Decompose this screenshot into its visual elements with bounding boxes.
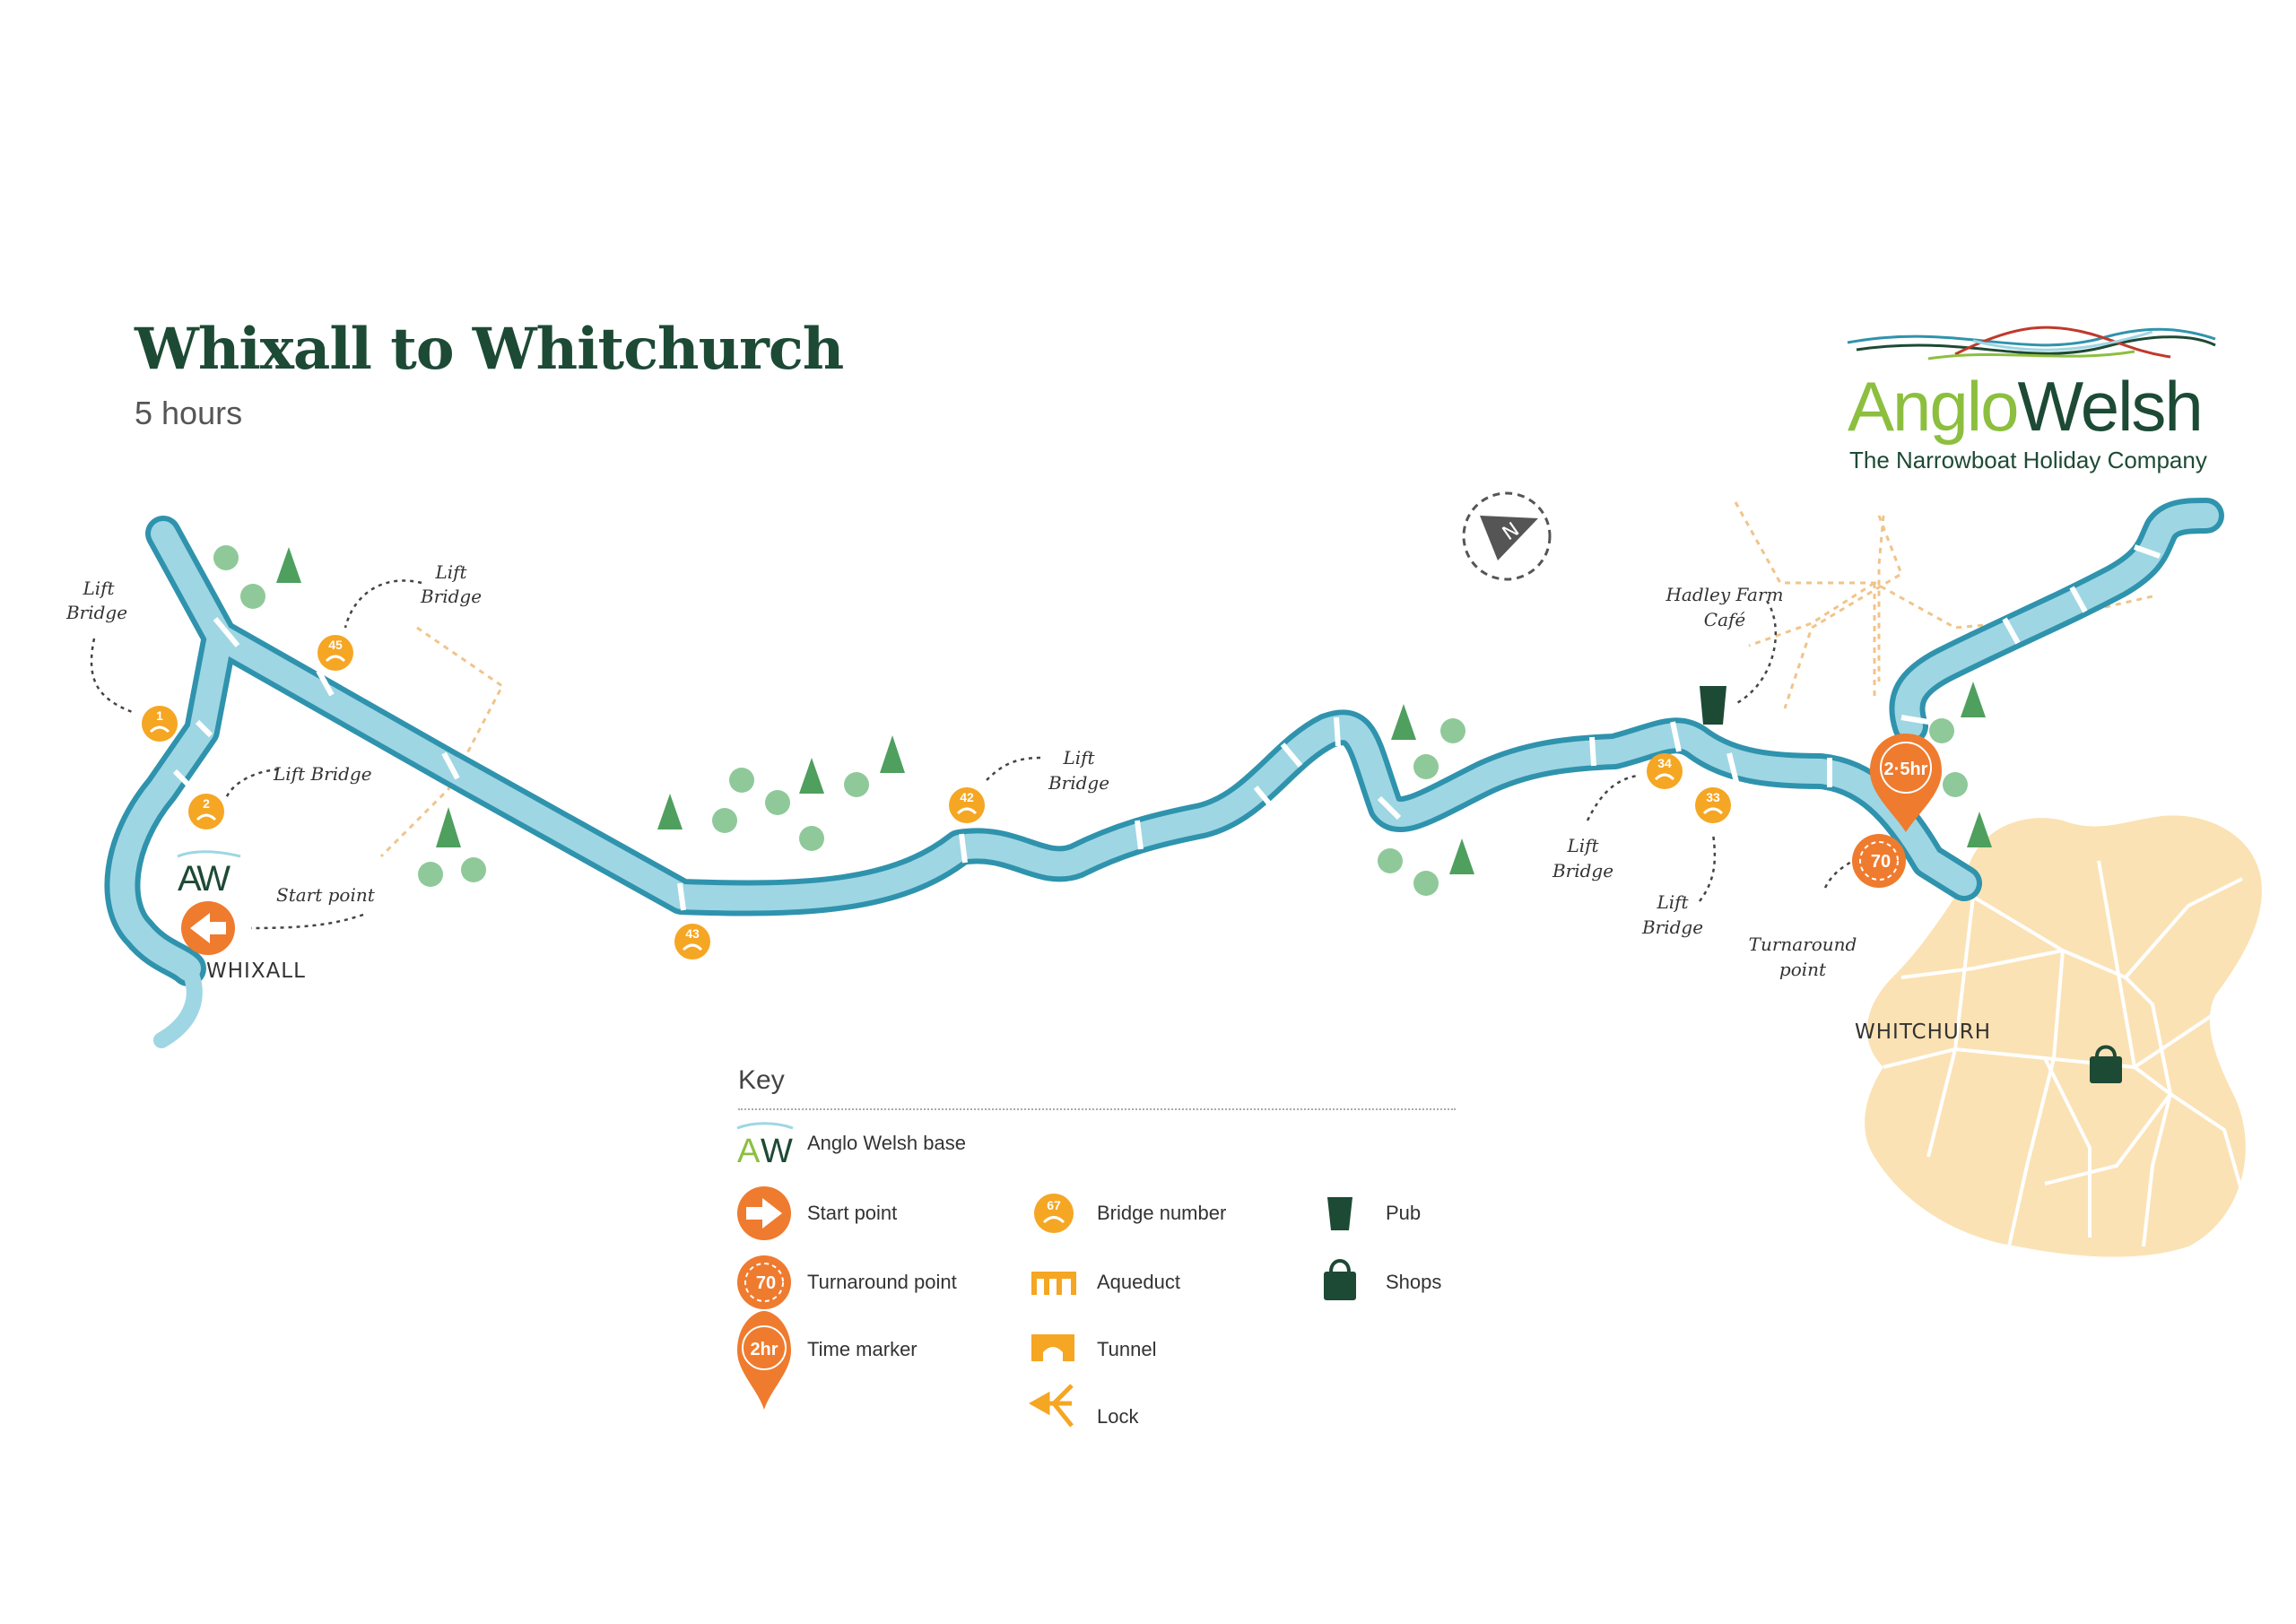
svg-text:Start point: Start point xyxy=(276,884,376,906)
footpaths xyxy=(379,501,2153,858)
bridge-marker-43: 43 xyxy=(674,924,710,960)
key-label-turnaround: Turnaround point xyxy=(807,1271,957,1293)
key-aw-base-icon: A W xyxy=(736,1122,794,1170)
key-aqueduct-icon xyxy=(1031,1272,1076,1295)
key-label-lock: Lock xyxy=(1097,1405,1139,1428)
label-arrows xyxy=(90,579,1853,930)
aw-base-icon: AW xyxy=(177,850,241,899)
bridge-marker-42: 42 xyxy=(949,787,985,823)
key-shop-bag-icon xyxy=(1324,1259,1356,1300)
svg-text:point: point xyxy=(1779,959,1827,980)
svg-text:Lift: Lift xyxy=(1566,835,1599,856)
svg-text:Bridge: Bridge xyxy=(420,586,482,607)
brand-first: Anglo xyxy=(1848,367,2019,446)
compass-north-icon: N xyxy=(1462,491,1552,581)
anglo-welsh-logo-waves xyxy=(1847,326,2216,360)
svg-text:42: 42 xyxy=(960,790,974,804)
svg-text:Turnaround: Turnaround xyxy=(1749,934,1857,955)
pub-glass-icon xyxy=(1700,686,1726,725)
svg-text:2hr: 2hr xyxy=(750,1340,778,1359)
bridge-marker-2: 2 xyxy=(188,794,224,829)
svg-text:Lift: Lift xyxy=(1656,891,1689,913)
map-annotations: Lift Bridge Lift Bridge Lift Bridge Star… xyxy=(65,561,1857,980)
svg-text:1: 1 xyxy=(156,708,163,723)
key-lock-icon xyxy=(1028,1384,1074,1428)
svg-text:Bridge: Bridge xyxy=(1641,916,1703,938)
svg-text:Lift: Lift xyxy=(82,578,115,599)
svg-text:33: 33 xyxy=(1706,790,1720,804)
key-time-marker-icon: 2hr xyxy=(737,1311,791,1410)
whitchurch-town-area xyxy=(1865,815,2262,1257)
svg-text:34: 34 xyxy=(1657,756,1672,770)
svg-text:Lift: Lift xyxy=(434,561,467,583)
svg-text:Hadley Farm: Hadley Farm xyxy=(1665,584,1783,605)
key-title: Key xyxy=(738,1065,785,1095)
svg-text:A: A xyxy=(737,1133,761,1170)
key-tunnel-icon xyxy=(1031,1334,1074,1361)
bridge-marker-34: 34 xyxy=(1647,753,1683,789)
whitchurch-label: WHITCHURH xyxy=(1855,1020,1991,1044)
key-label-bridge: Bridge number xyxy=(1097,1202,1227,1224)
svg-text:Café: Café xyxy=(1704,609,1746,630)
map-duration: 5 hours xyxy=(135,395,243,431)
bridge-marker-1: 1 xyxy=(142,706,178,742)
key-pub-glass-icon xyxy=(1327,1197,1352,1230)
svg-text:AW: AW xyxy=(178,859,230,899)
key-label-start: Start point xyxy=(807,1202,898,1224)
turnaround-icon: 70 xyxy=(1852,834,1906,888)
svg-text:67: 67 xyxy=(1047,1198,1061,1212)
bridge-marker-33: 33 xyxy=(1695,787,1731,823)
key-turnaround-icon: 70 xyxy=(737,1255,791,1309)
svg-text:2: 2 xyxy=(203,796,210,811)
key-label-tunnel: Tunnel xyxy=(1097,1338,1157,1360)
brand-second: Welsh xyxy=(2017,367,2204,446)
svg-text:45: 45 xyxy=(328,638,343,652)
svg-text:Bridge: Bridge xyxy=(1552,860,1613,881)
bridge-marker-45: 45 xyxy=(317,635,353,671)
svg-text:W: W xyxy=(761,1133,793,1170)
svg-text:70: 70 xyxy=(756,1273,776,1293)
bridge-markers: 1 2 45 43 42 34 33 xyxy=(142,635,1731,960)
brand-logo: AngloWelsh xyxy=(1848,366,2204,447)
trees xyxy=(213,545,1992,896)
key-divider xyxy=(738,1108,1456,1110)
svg-text:Bridge: Bridge xyxy=(1048,772,1109,794)
svg-text:Bridge: Bridge xyxy=(65,602,127,623)
map-title: Whixall to Whitchurch xyxy=(135,316,844,383)
svg-text:43: 43 xyxy=(685,926,700,941)
svg-text:70: 70 xyxy=(1871,852,1891,872)
key-label-pub: Pub xyxy=(1386,1202,1422,1224)
whixall-label: WHIXALL xyxy=(206,960,306,983)
start-arrow-icon xyxy=(181,901,235,955)
svg-text:Lift Bridge: Lift Bridge xyxy=(273,763,372,785)
key-bridge-icon: 67 xyxy=(1034,1194,1074,1233)
town-streets xyxy=(1883,860,2252,1247)
key-label-shops: Shops xyxy=(1386,1271,1442,1293)
brand-tagline: The Narrowboat Holiday Company xyxy=(1849,447,2207,473)
key-label-base: Anglo Welsh base xyxy=(807,1132,966,1154)
time-marker-icon: 2·5hr xyxy=(1870,734,1942,832)
key-icons: A W 70 2hr 67 xyxy=(736,1122,1356,1428)
shop-bag-icon xyxy=(2090,1045,2122,1083)
svg-text:2·5hr: 2·5hr xyxy=(1884,760,1928,779)
key-label-time: Time marker xyxy=(807,1338,918,1360)
key-label-aqueduct: Aqueduct xyxy=(1097,1271,1180,1293)
svg-text:Lift: Lift xyxy=(1062,747,1095,769)
key-start-arrow-icon xyxy=(737,1186,791,1240)
